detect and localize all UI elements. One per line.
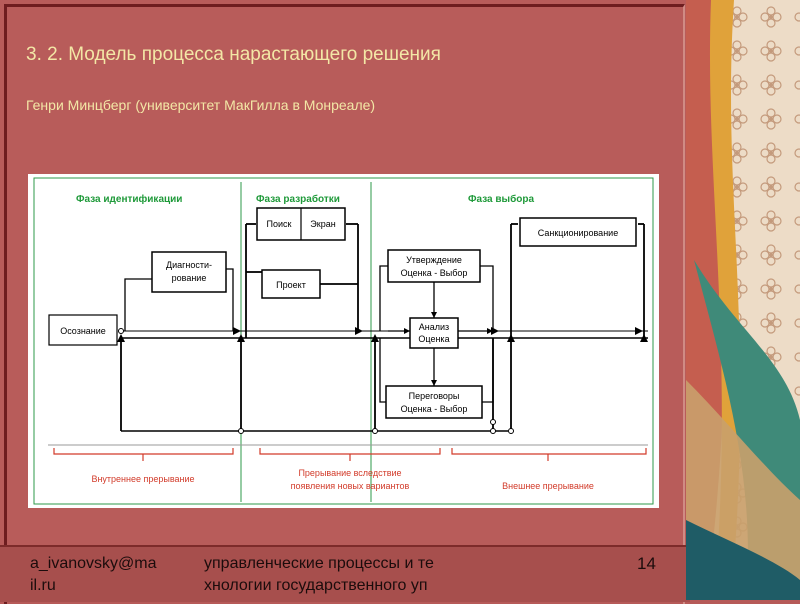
decorative-panel: [686, 0, 800, 600]
box-analysis-label-1: Анализ: [419, 322, 449, 332]
loop-lines: [120, 223, 645, 431]
box-negotiation-label-1: Переговоры: [409, 391, 460, 401]
box-analysis-label-2: Оценка: [418, 334, 449, 344]
loop-arrowheads: [117, 334, 648, 342]
box-negotiation-label-2: Оценка - Выбор: [401, 404, 468, 414]
box-approval-label-2: Оценка - Выбор: [401, 268, 468, 278]
footer-course-line-1: управленческие процессы и те: [204, 555, 434, 572]
box-approval: [387, 249, 481, 283]
footer-email: a_ivanovsky@ma il.ru: [30, 553, 180, 600]
diagram-frame: [33, 177, 654, 505]
box-awareness-label: Осознание: [60, 326, 106, 336]
slide-frame: [4, 4, 685, 604]
diagnosis-connectors: [124, 268, 234, 331]
footer-email-line-1: a_ivanovsky@ma: [30, 555, 157, 572]
box-diagnosis-label-1: Диагности-: [166, 260, 212, 270]
box-sanction: [519, 217, 637, 247]
box-search-label: Поиск: [267, 219, 292, 229]
phase-label-selection: Фаза выбора: [468, 193, 534, 205]
box-screen-label: Экран: [310, 219, 335, 229]
footer-email-line-2: il.ru: [30, 577, 56, 594]
box-awareness: [48, 314, 118, 346]
box-diagnosis: [151, 251, 227, 293]
interrupt-external-label: Внешнее прерывание: [502, 481, 594, 491]
loop-nodes: [118, 328, 514, 434]
box-analysis: [409, 317, 459, 349]
phase-label-development: Фаза разработки: [256, 193, 340, 205]
box-approval-label-1: Утверждение: [406, 255, 462, 265]
page-number: 14: [637, 554, 656, 573]
slide-title: 3. 2. Модель процесса нарастающего решен…: [26, 44, 441, 65]
box-project: [261, 269, 321, 299]
decision-process-diagram: Фаза идентификации Фаза разработки Фаза …: [28, 174, 659, 508]
phase-label-identification: Фаза идентификации: [76, 193, 182, 205]
slide-subtitle: Генри Минцберг (университет МакГилла в М…: [26, 97, 376, 113]
box-sanction-label: Санкционирование: [538, 228, 618, 238]
box-project-label: Проект: [276, 280, 306, 290]
footer-course-line-2: хнологии государственного уп: [204, 577, 428, 594]
interrupt-new-options-label-1: Прерывание вследствие: [298, 468, 401, 478]
footer-course-title: управленческие процессы и те хнологии го…: [204, 553, 504, 600]
box-diagnosis-label-2: рование: [172, 273, 207, 283]
selection-arrowheads: [404, 312, 493, 386]
interrupt-internal-label: Внутреннее прерывание: [91, 474, 194, 484]
interrupt-brackets: [53, 448, 647, 461]
interrupt-new-options-label-2: появления новых вариантов: [291, 481, 410, 491]
footer-band: [0, 545, 690, 602]
